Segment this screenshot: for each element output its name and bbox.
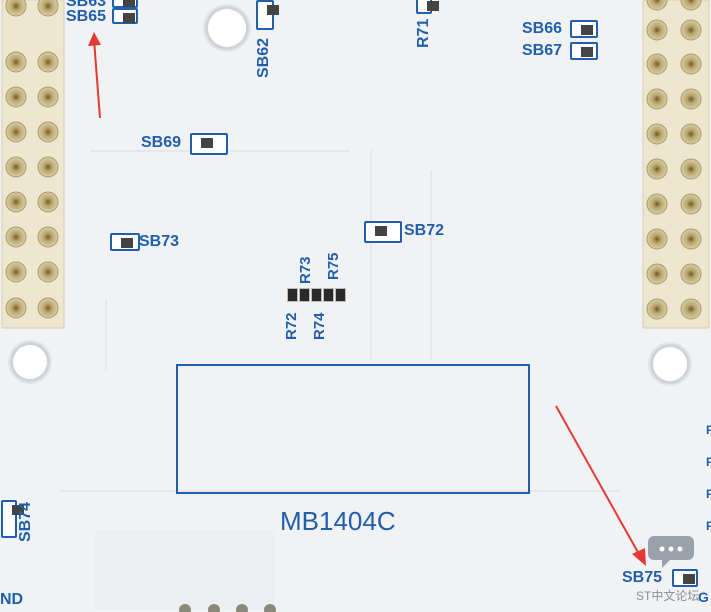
mounting-hole-top <box>205 6 249 50</box>
watermark-text: ST中文论坛 <box>636 589 700 603</box>
jumper-sb63 <box>112 0 138 8</box>
label-r71: R71 <box>415 18 432 48</box>
label-sb65: SB65 <box>66 8 107 25</box>
edge-mark: P <box>706 487 711 501</box>
module-outline <box>176 364 530 494</box>
label-r73: R73 <box>297 256 314 284</box>
resistor-r75 <box>323 288 334 302</box>
jumper-sb67 <box>570 42 598 60</box>
resistor-r72 <box>287 288 298 302</box>
red-arrow-bottom-right <box>555 405 646 566</box>
right-pin-header <box>642 0 710 329</box>
label-sb69: SB69 <box>141 134 182 151</box>
jumper-sb73 <box>110 233 140 251</box>
label-sb74: SB74 <box>17 501 34 542</box>
resistor-extra <box>335 288 346 302</box>
left-pin-header <box>1 0 65 329</box>
pcb-trace <box>370 150 372 360</box>
label-sb67: SB67 <box>522 42 563 59</box>
label-r72: R72 <box>283 312 300 340</box>
pcb-trace <box>105 300 107 370</box>
label-sb75: SB75 <box>622 569 663 586</box>
jumper-sb74 <box>1 500 24 538</box>
jumper-sb72 <box>364 221 402 243</box>
edge-mark: P <box>706 423 711 437</box>
mounting-hole-left <box>10 342 50 382</box>
label-r74: R74 <box>311 312 328 340</box>
resistor-r73 <box>299 288 310 302</box>
label-r75: R75 <box>325 252 342 280</box>
pcb-trace <box>60 490 620 492</box>
resistor-r74 <box>311 288 322 302</box>
jumper-sb65 <box>112 8 138 24</box>
label-sb66: SB66 <box>522 20 563 37</box>
mounting-hole-right <box>650 344 690 384</box>
forum-logo-icon <box>648 536 694 568</box>
edge-mark: P <box>706 519 711 533</box>
jumper-sb62 <box>256 0 279 30</box>
jumper-r71 <box>416 0 439 14</box>
label-sb73: SB73 <box>139 233 180 250</box>
jumper-sb75 <box>672 569 698 587</box>
red-arrow-top-left <box>88 32 101 119</box>
label-g: G <box>698 589 709 605</box>
label-gnd: ND <box>0 591 24 608</box>
bottom-pins <box>179 604 276 612</box>
label-sb72: SB72 <box>404 222 445 239</box>
jumper-sb69 <box>190 133 228 155</box>
pcb-trace <box>95 530 275 610</box>
edge-mark: P <box>706 455 711 469</box>
jumper-sb66 <box>570 20 598 38</box>
pcb-trace <box>430 170 432 360</box>
label-sb62: SB62 <box>255 37 272 78</box>
label-sb63: SB63 <box>66 0 107 10</box>
board-name: MB1404C <box>280 506 396 536</box>
